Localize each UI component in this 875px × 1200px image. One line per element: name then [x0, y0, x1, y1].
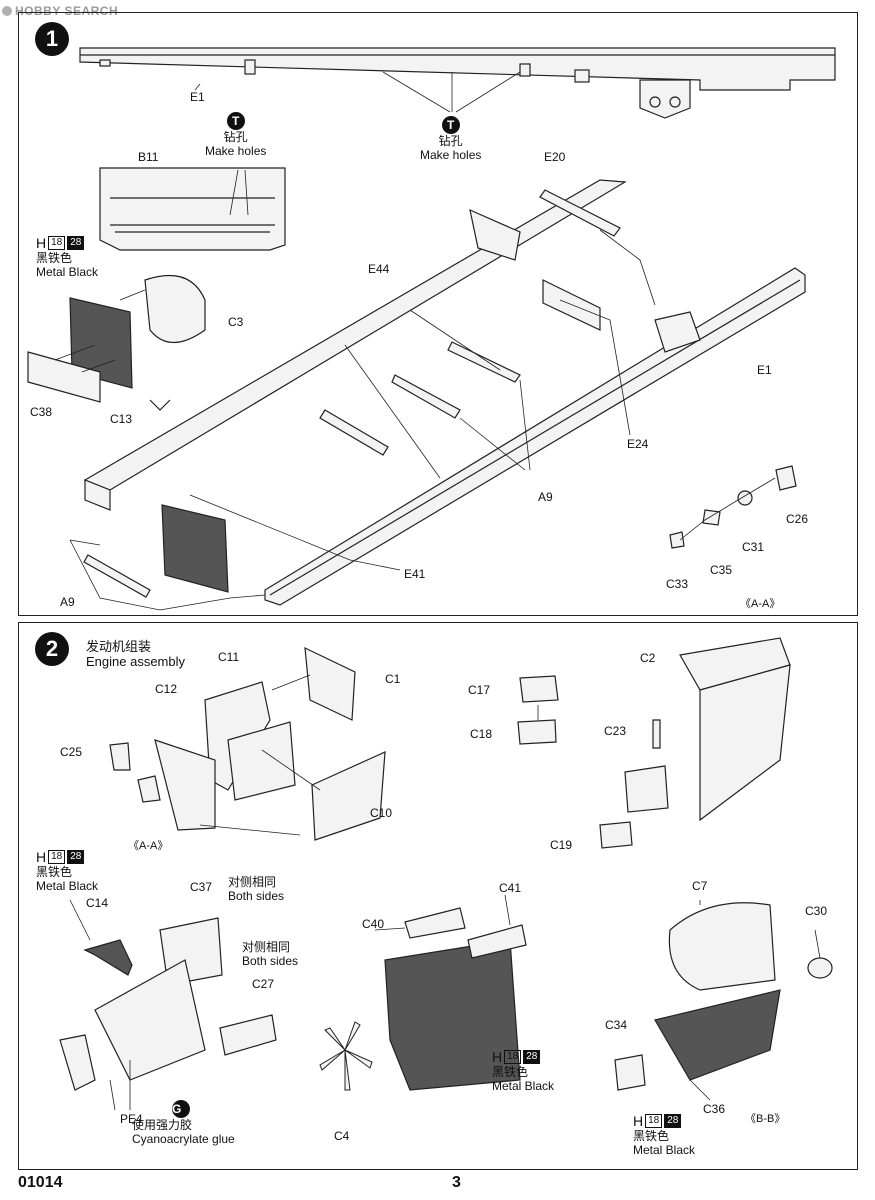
label-e1-right: E1 [757, 363, 772, 377]
glue-note: G 使用强力胶 Cyanoacrylate glue [132, 1100, 235, 1146]
label-c19: C19 [550, 838, 573, 852]
label-c33: C33 [666, 577, 689, 591]
make-holes-note-right: T 钻孔 Make holes [420, 116, 482, 162]
label-c27: C27 [252, 977, 275, 991]
label-c4: C4 [334, 1129, 350, 1143]
label-a9-left: A9 [60, 595, 75, 609]
engine-right-parts [614, 900, 833, 1101]
label-c12: C12 [155, 682, 178, 696]
both-sides-note-1: 对侧相同 Both sides [228, 875, 285, 903]
step2-number: 2 [35, 632, 69, 666]
label-c14: C14 [86, 896, 109, 910]
label-c26: C26 [786, 512, 809, 526]
radiator-assembly [27, 274, 206, 411]
section-aa-parts [669, 465, 797, 549]
label-c30: C30 [805, 904, 828, 918]
label-e24: E24 [627, 437, 649, 451]
label-c36: C36 [703, 1102, 726, 1116]
glue-icon: G [172, 1100, 190, 1118]
engine-block-parts [517, 637, 791, 849]
label-c40: C40 [362, 917, 385, 931]
both-sides-note-2: 对侧相同 Both sides [242, 940, 299, 968]
chassis-frame [69, 179, 806, 611]
step2-panel [18, 622, 858, 1170]
step2-title-en: Engine assembly [86, 654, 185, 669]
label-c18: C18 [470, 727, 493, 741]
step2-title-zh: 发动机组装 [86, 639, 152, 654]
drill-icon: T [441, 116, 460, 134]
label-pe4: PE4 [120, 1112, 143, 1126]
label-section-aa-step2: 《A-A》 [128, 840, 169, 852]
label-e44: E44 [368, 262, 390, 276]
label-c37: C37 [190, 880, 213, 894]
label-c13: C13 [110, 412, 133, 426]
watermark: HOBBY SEARCH [2, 4, 118, 18]
label-section-bb: 《B-B》 [745, 1113, 786, 1125]
label-c17: C17 [468, 683, 491, 697]
label-c41: C41 [499, 881, 522, 895]
product-code: 01014 [18, 1174, 63, 1191]
label-section-aa-step1: 《A-A》 [740, 598, 781, 610]
label-b11: B11 [138, 150, 159, 164]
label-c3: C3 [228, 315, 244, 329]
make-holes-note-left: T 钻孔 Make holes [205, 112, 267, 158]
radiator-lower [161, 504, 229, 593]
engine-left-parts [59, 899, 277, 1111]
step1-number: 1 [35, 22, 69, 56]
label-c38: C38 [30, 405, 53, 419]
label-c10: C10 [370, 806, 393, 820]
label-e41: E41 [404, 567, 426, 581]
frame-rail-e1-top [79, 47, 836, 119]
label-c1: C1 [385, 672, 401, 686]
drill-icon: T [226, 112, 245, 130]
cab-back-b11 [99, 167, 286, 251]
step1-panel [18, 12, 858, 616]
label-c7: C7 [692, 879, 708, 893]
label-e1-top: E1 [190, 90, 205, 104]
label-a9-mid: A9 [538, 490, 553, 504]
engine-center-parts [319, 894, 527, 1091]
label-c34: C34 [605, 1018, 628, 1032]
label-c35: C35 [710, 563, 733, 577]
label-c2: C2 [640, 651, 656, 665]
label-c25: C25 [60, 745, 83, 759]
label-e20: E20 [544, 150, 566, 164]
page-number: 3 [452, 1174, 461, 1191]
hobby-search-logo-icon [2, 6, 12, 16]
label-c11: C11 [218, 650, 240, 664]
label-c31: C31 [742, 540, 765, 554]
engine-mount-assembly [109, 646, 386, 841]
label-c23: C23 [604, 724, 627, 738]
